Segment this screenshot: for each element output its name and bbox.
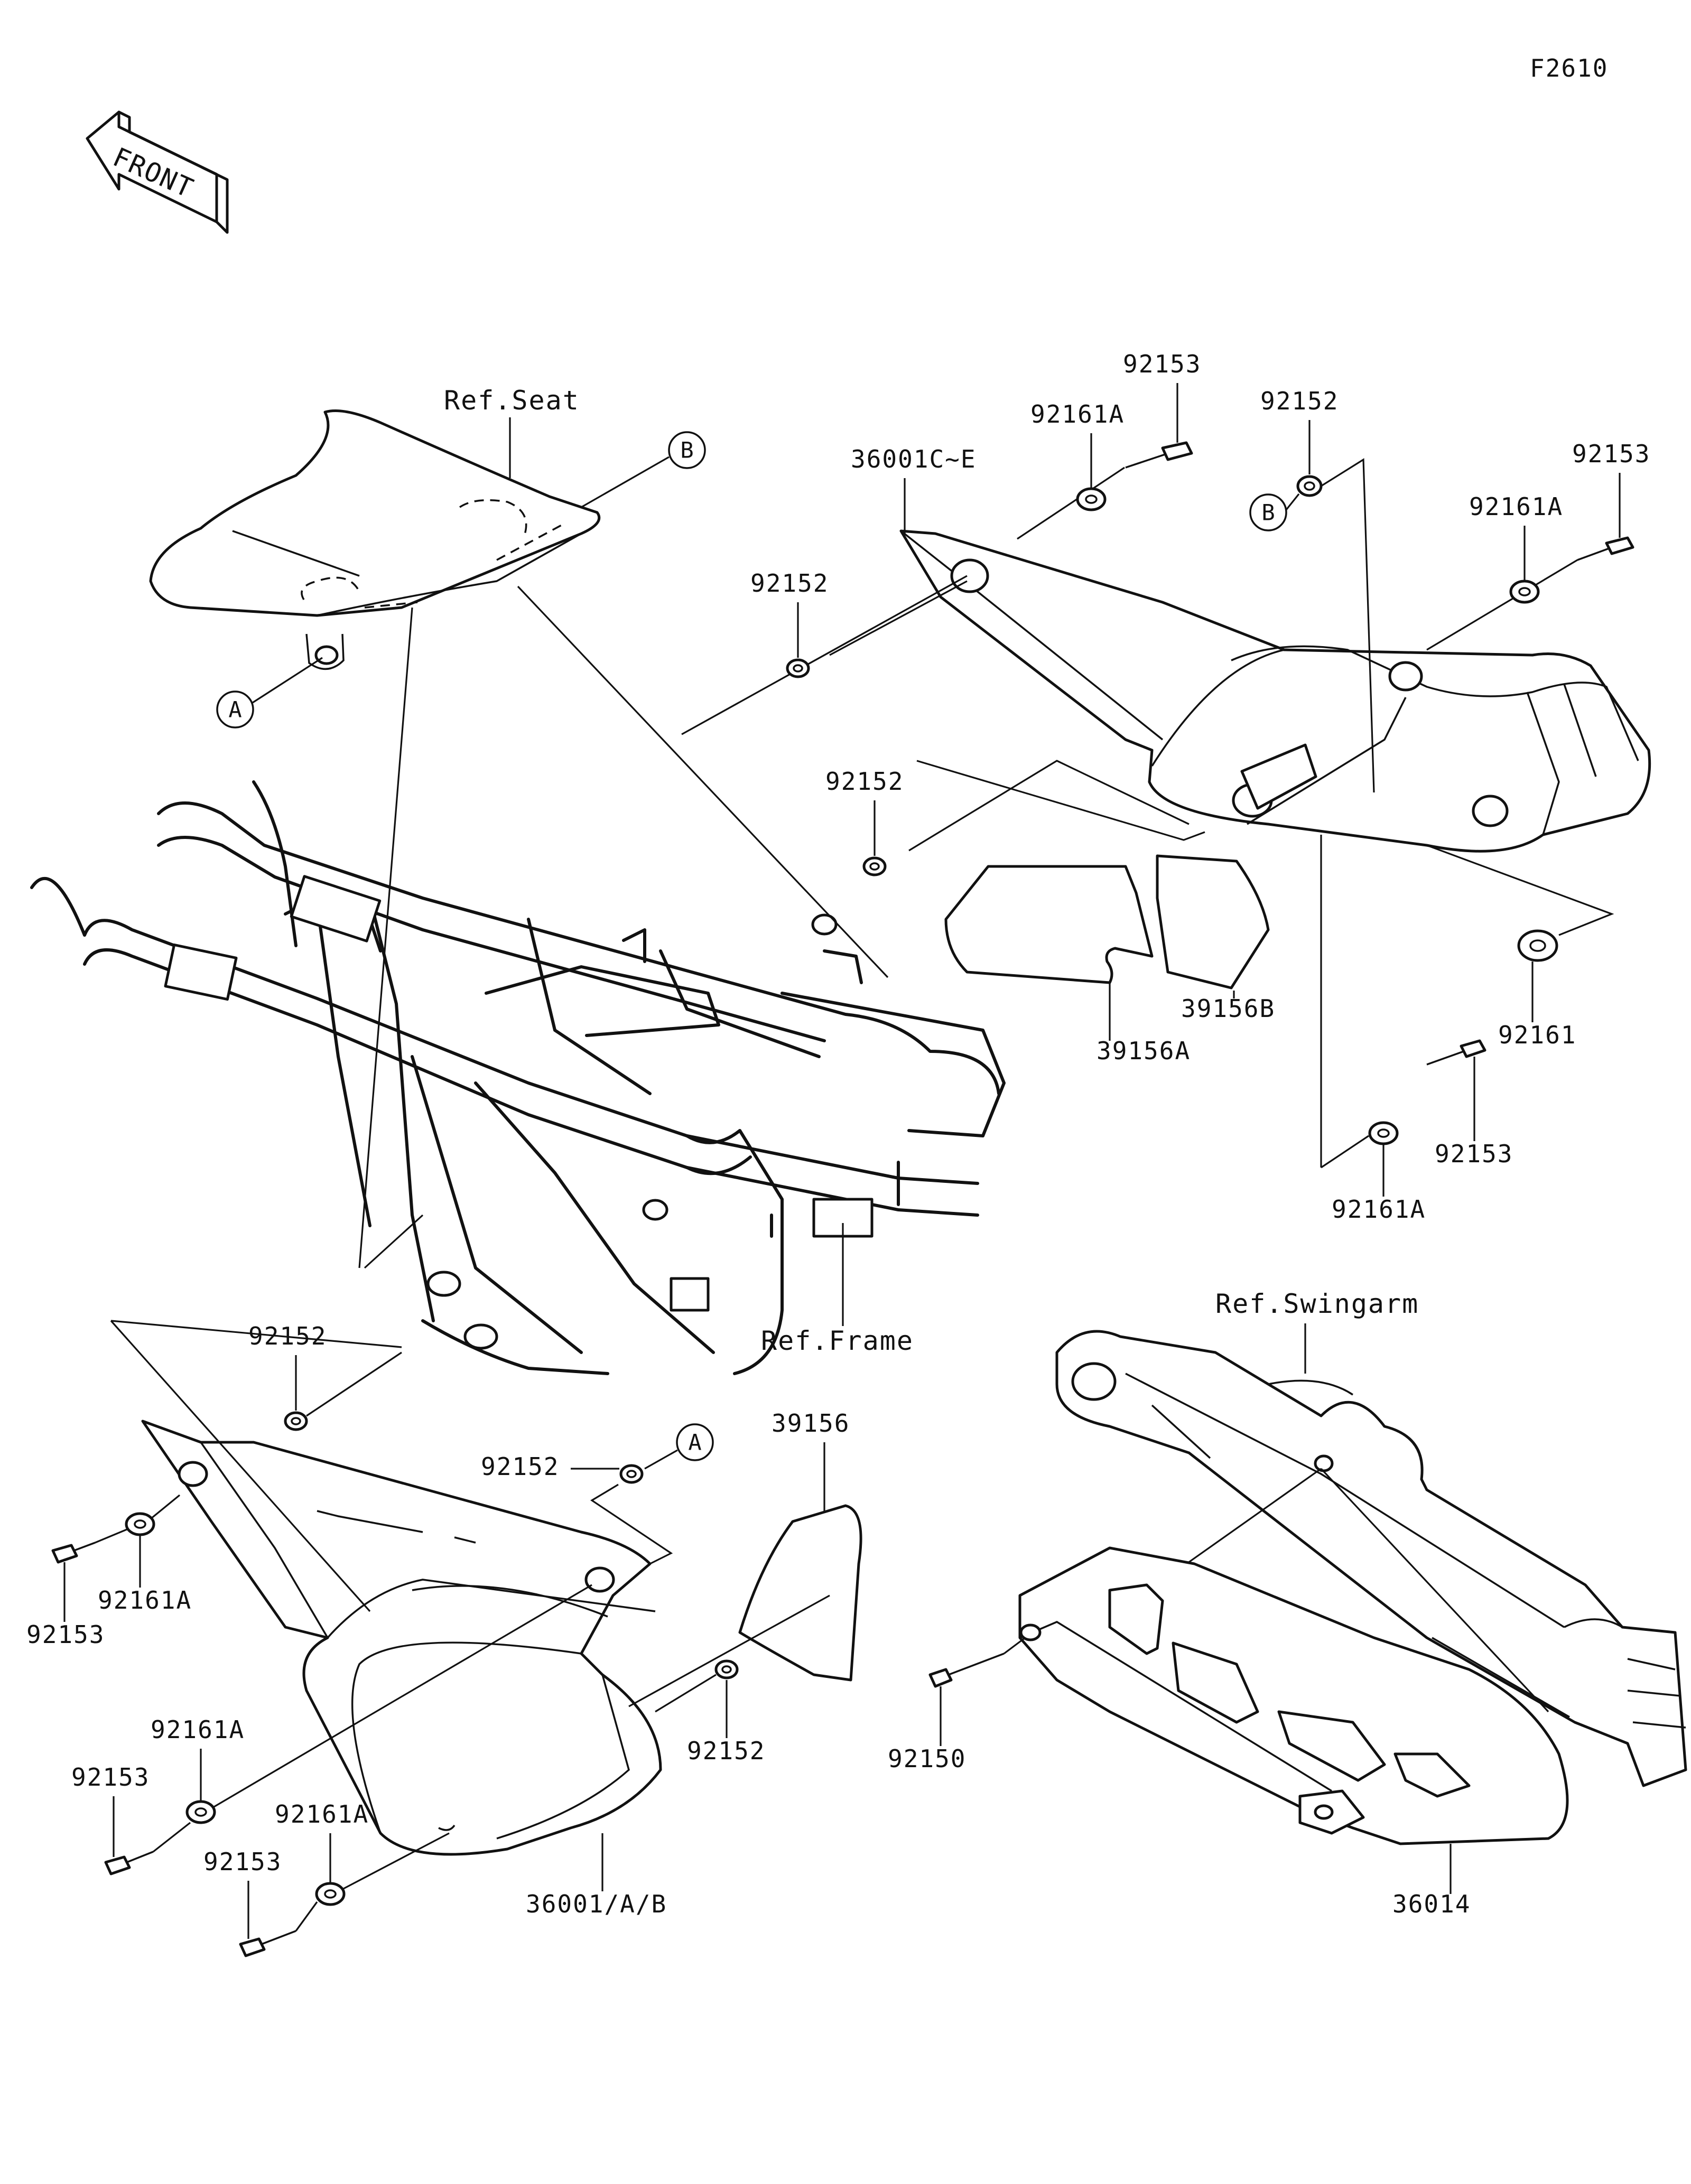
seat-illustration: [149, 409, 601, 670]
callout-92161a-left: 92161A: [98, 1586, 192, 1614]
washer-icon-92161a-right-low: [1368, 1121, 1399, 1145]
callout-39156a: 39156A: [1097, 1037, 1191, 1065]
callout-92161: 92161: [1498, 1021, 1576, 1049]
bolt-icon-92153-left: [51, 1542, 96, 1564]
frame-illustration: [30, 780, 1006, 1375]
callout-92153-right-low: 92153: [1435, 1140, 1513, 1168]
bushing-icon-92152-left: [284, 1411, 308, 1431]
diagram-code: F2610: [1530, 54, 1608, 82]
washer-icon-92161a-right: [1509, 580, 1540, 604]
bushing-icon-92152-bottom: [714, 1659, 739, 1679]
callout-39156b: 39156B: [1181, 994, 1275, 1023]
marker-b-seat: B: [668, 431, 706, 469]
marker-a-cover: A: [676, 1423, 714, 1461]
side-cover-left-illustration: [141, 1420, 662, 1856]
callout-36001-a-b: 36001/A/B: [526, 1890, 667, 1918]
ref-frame-label: Ref.Frame: [761, 1326, 914, 1356]
callout-36014: 36014: [1392, 1890, 1471, 1918]
callout-92161a-top: 92161A: [1030, 400, 1125, 428]
callout-39156: 39156: [772, 1409, 850, 1438]
marker-b-cover: B: [1249, 493, 1287, 531]
bolt-icon-92153-bottom: [239, 1930, 296, 1957]
pad-39156b-illustration: [1156, 854, 1270, 990]
callout-92153-right: 92153: [1572, 440, 1650, 468]
bushing-icon-92152-top-right: [1296, 475, 1323, 497]
callout-36001c-e: 36001C~E: [851, 445, 977, 473]
swingarm-illustration: [1055, 1330, 1687, 1787]
callout-92153-left: 92153: [26, 1620, 105, 1649]
ref-swingarm-label: Ref.Swingarm: [1215, 1289, 1419, 1319]
pad-39156-illustration: [738, 1504, 862, 1682]
bolt-icon-92153-top: [1125, 441, 1193, 469]
washer-icon-92161a-left-low: [185, 1800, 216, 1824]
bushing-icon-92152-center: [619, 1464, 644, 1484]
bushing-icon-92152-mid: [786, 658, 810, 678]
ref-seat-label: Ref.Seat: [444, 385, 580, 416]
callout-92161a-left-low: 92161A: [151, 1715, 245, 1744]
bolt-icon-92153-left-low: [104, 1851, 154, 1875]
callout-92152-center: 92152: [481, 1452, 559, 1481]
svg-text:A: A: [688, 1430, 701, 1455]
callout-92152-top-right: 92152: [1260, 387, 1339, 415]
washer-icon-92161a-top: [1076, 487, 1107, 511]
svg-text:B: B: [1261, 500, 1275, 526]
callout-92153-left-low: 92153: [71, 1763, 150, 1791]
bushing-icon-92152-mid2: [862, 856, 887, 876]
front-direction-arrow-icon: FRONT: [86, 110, 229, 234]
washer-icon-92161a-left: [125, 1512, 155, 1536]
washer-icon-92161a-bottom: [315, 1882, 346, 1906]
callout-92161a-right-low: 92161A: [1332, 1195, 1426, 1224]
side-cover-right-illustration: [899, 529, 1651, 853]
pad-39156a-illustration: [944, 865, 1154, 984]
callout-92152-left: 92152: [248, 1322, 327, 1350]
grommet-icon-92161: [1517, 929, 1558, 962]
bolt-icon-92150: [928, 1653, 1005, 1688]
callout-92152-mid2: 92152: [825, 767, 904, 796]
callout-92161a-bottom: 92161A: [275, 1800, 369, 1828]
svg-text:B: B: [680, 437, 693, 463]
svg-text:A: A: [228, 697, 241, 723]
marker-a-seat: A: [216, 690, 254, 729]
chain-cover-illustration: [1018, 1546, 1569, 1845]
bolt-icon-92153-right: [1577, 536, 1634, 561]
callout-92152-mid: 92152: [750, 569, 829, 598]
callout-92153-bottom: 92153: [203, 1847, 282, 1876]
callout-92152-bottom: 92152: [687, 1737, 765, 1765]
callout-92150: 92150: [888, 1744, 966, 1773]
callout-92153-top: 92153: [1123, 350, 1201, 378]
bolt-icon-92153-right-low: [1426, 1039, 1486, 1066]
callout-92161a-right: 92161A: [1469, 492, 1563, 521]
